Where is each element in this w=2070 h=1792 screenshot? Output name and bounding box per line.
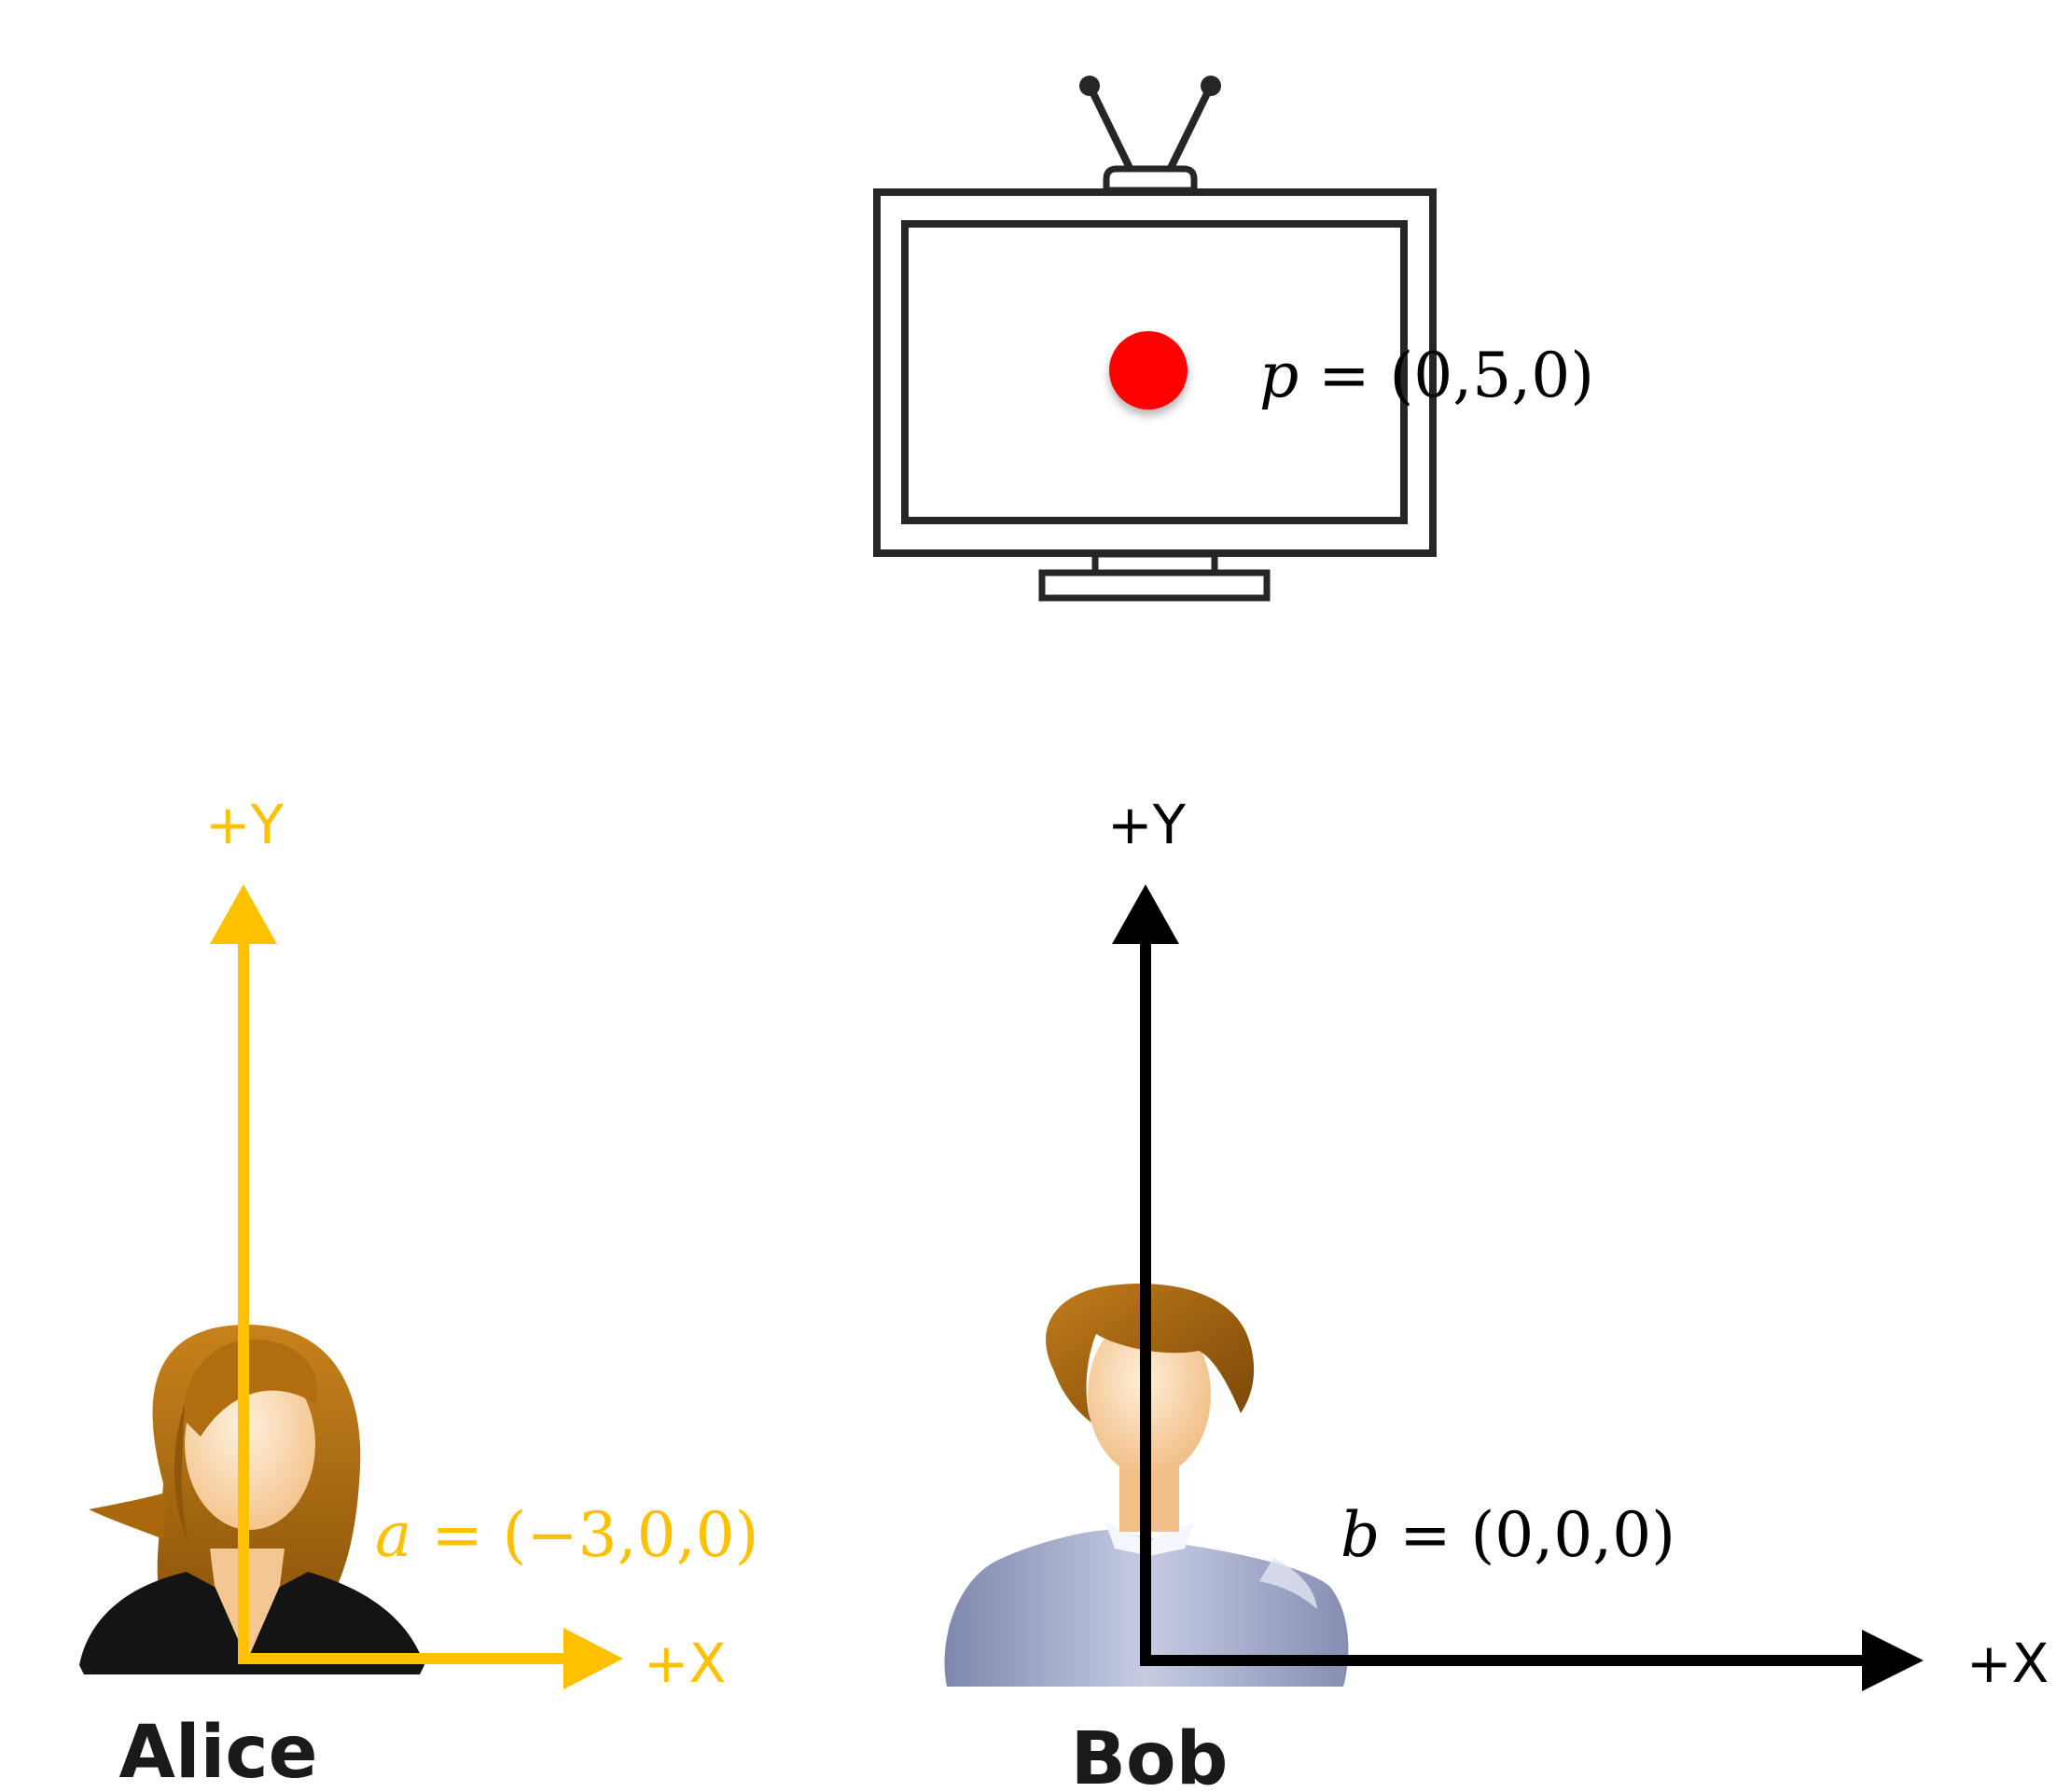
point-p-marker [1109, 331, 1188, 410]
bob-axes [1112, 884, 1924, 1691]
point-p-label: p = (0,5,0) [1259, 340, 1594, 411]
alice-x-arrowhead [563, 1628, 623, 1689]
bob-x-axis-label: +X [1966, 1632, 2049, 1695]
woman-avatar-icon [79, 1325, 424, 1674]
alice-y-axis-label: +Y [205, 793, 285, 856]
alice-position-label: a = (−3,0,0) [375, 1499, 758, 1571]
bob-x-arrowhead [1862, 1630, 1924, 1691]
bob-y-axis-label: +Y [1107, 793, 1187, 856]
bob-y-arrowhead [1112, 884, 1179, 944]
alice-name: Alice [119, 1711, 318, 1792]
alice-y-arrowhead [210, 884, 277, 944]
alice-x-axis-label: +X [644, 1632, 726, 1695]
bob-position-label: b = (0,0,0) [1341, 1499, 1675, 1571]
alice-axes [210, 884, 623, 1689]
bob-name: Bob [1071, 1717, 1229, 1792]
